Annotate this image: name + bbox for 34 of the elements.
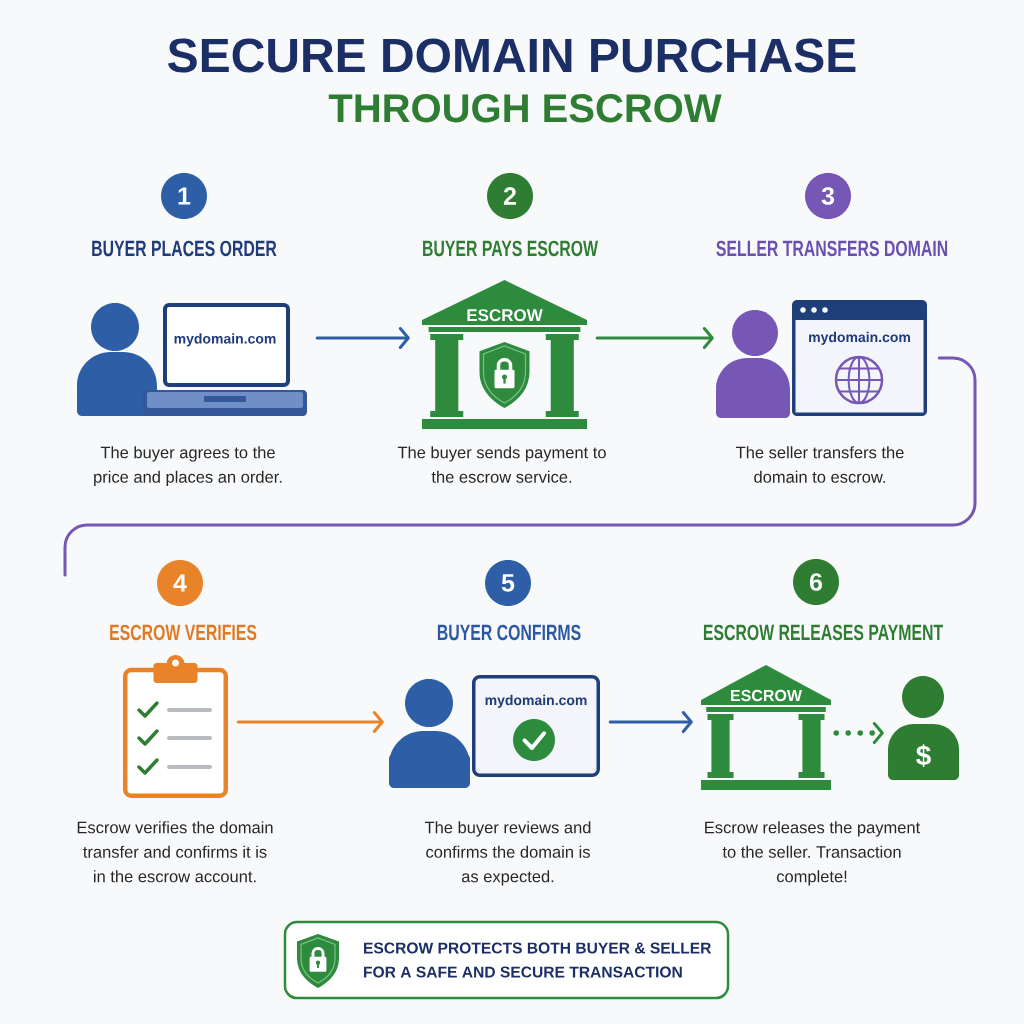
step-description: The buyer agrees to the price and places an order. <box>94 446 282 487</box>
step-heading: ESCROW VERIFIES <box>110 624 257 641</box>
step-heading: BUYER PAYS ESCROW <box>423 240 598 257</box>
info-banner: ESCROW PROTECTS BOTH BUYER & SELLER FOR A SAFE AND SECURE TRANSACTION <box>283 920 730 1000</box>
number-badge: 3 <box>805 173 851 219</box>
laptop: mydomain.com <box>143 303 307 416</box>
person-icon <box>716 310 790 418</box>
subtitle: THROUGH ESCROW <box>328 94 722 123</box>
checklist-clipboard <box>123 655 228 798</box>
bank-building: ESCROW <box>701 665 831 790</box>
browser-window: mydomain.com <box>792 300 927 416</box>
step-description: The seller transfers the domain to escrow. <box>736 446 904 483</box>
arrow <box>595 327 714 349</box>
step-description: The buyer sends payment to the escrow service. <box>397 446 606 483</box>
step-description: Escrow verifies the domain transfer and confirms it is in the escrow account. <box>77 821 273 883</box>
step-description: The buyer reviews and confirms the domain is as expected. <box>424 821 591 886</box>
title: SECURE DOMAIN PURCHASE <box>168 38 856 73</box>
connector-line <box>63 356 977 577</box>
step-heading: BUYER CONFIRMS <box>437 624 581 641</box>
number-badge: 2 <box>487 173 533 219</box>
number-badge: 5 <box>485 560 531 606</box>
bank-building: ESCROW <box>422 280 587 429</box>
step-heading: SELLER TRANSFERS DOMAIN <box>716 240 948 257</box>
person-icon <box>389 679 470 788</box>
arrow <box>315 327 410 349</box>
arrow <box>236 711 384 733</box>
number-badge: 6 <box>793 559 839 605</box>
arrow <box>608 711 693 733</box>
step-description: Escrow releases the payment to the seller. Transaction complete! <box>705 821 921 886</box>
step-heading: ESCROW RELEASES PAYMENT <box>703 624 943 641</box>
number-badge: 1 <box>161 173 207 219</box>
step-heading: BUYER PLACES ORDER <box>92 240 277 257</box>
number-badge: 4 <box>157 560 203 606</box>
dotted-arrow <box>833 722 884 744</box>
